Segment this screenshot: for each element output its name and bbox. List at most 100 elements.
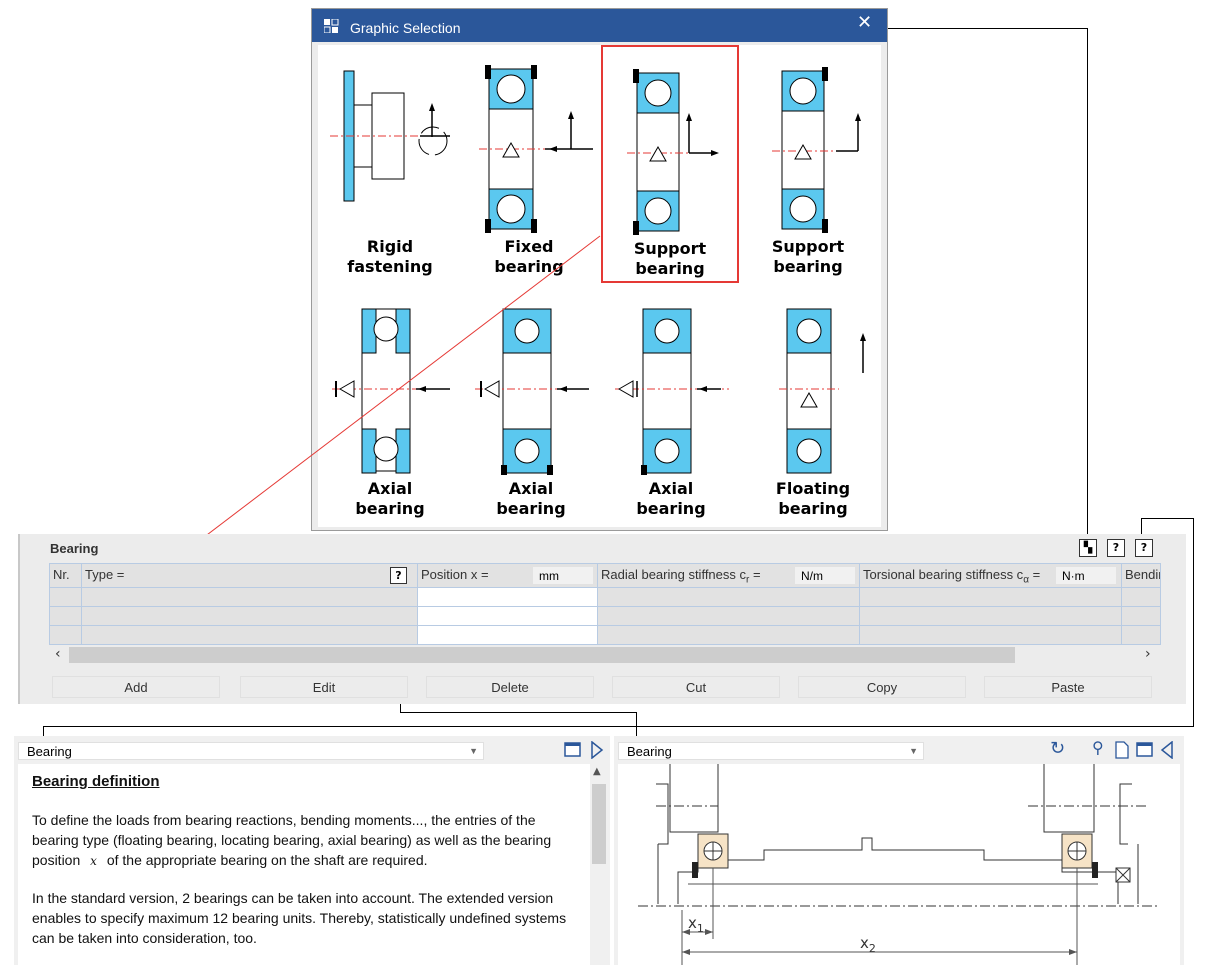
collapse-triangle-icon[interactable]: [1160, 741, 1174, 759]
radial-unit[interactable]: N/m: [795, 567, 855, 584]
option-label-line2: bearing: [636, 499, 706, 518]
torsional-unit[interactable]: N·m: [1056, 567, 1116, 584]
option-fixed-bearing[interactable]: Fixed bearing: [459, 45, 599, 285]
scroll-right-icon[interactable]: ›: [1145, 646, 1151, 662]
callout-line: [636, 712, 637, 744]
edit-button[interactable]: Edit: [240, 676, 408, 698]
cut-button[interactable]: Cut: [612, 676, 780, 698]
graphic-selection-icon[interactable]: ▚: [1079, 539, 1097, 557]
document-icon[interactable]: [1114, 741, 1130, 759]
help-topic-select[interactable]: Bearing ▼: [18, 742, 484, 760]
panel-title: Bearing: [50, 541, 99, 556]
info-help-icon[interactable]: ?: [1135, 539, 1153, 557]
scrollbar-thumb[interactable]: [69, 647, 1015, 663]
table-cell[interactable]: [598, 626, 860, 644]
scrollbar-thumb[interactable]: [592, 784, 606, 864]
help-paragraph-1-end: of the appropriate bearing on the shaft …: [106, 852, 428, 868]
help-content: Bearing definition To define the loads f…: [18, 764, 590, 965]
torsional-header-label: Torsional bearing stiffness c: [863, 567, 1024, 582]
scroll-left-icon[interactable]: ‹: [55, 646, 61, 662]
option-axial-bearing-2[interactable]: Axial bearing: [461, 289, 601, 529]
axial-bearing-diagram: [615, 308, 729, 475]
table-cell[interactable]: [860, 626, 1122, 644]
column-header-bending[interactable]: Bendin: [1125, 567, 1160, 582]
graphic-selection-dialog: Graphic Selection ✕ Rigid fastening: [311, 8, 888, 531]
copy-button[interactable]: Copy: [798, 676, 966, 698]
delete-button[interactable]: Delete: [426, 676, 594, 698]
play-triangle-icon[interactable]: [590, 741, 604, 759]
bearing-table[interactable]: Nr. Type = ? Position x = mm Radial bear…: [49, 563, 1161, 645]
option-label-line1: Axial: [367, 479, 413, 498]
option-label-line1: Floating: [775, 479, 851, 498]
fixed-bearing-diagram: [479, 65, 593, 233]
horizontal-scrollbar[interactable]: ‹ ›: [49, 645, 1161, 665]
table-cell[interactable]: [50, 588, 82, 607]
scroll-up-icon[interactable]: ▲: [593, 766, 601, 777]
help-position-variable: x: [90, 854, 97, 868]
drawing-topic-select[interactable]: Bearing ▼: [618, 742, 924, 760]
callout-line: [43, 726, 44, 744]
type-header-label: Type =: [85, 567, 125, 582]
option-axial-bearing-1[interactable]: Axial bearing: [320, 289, 460, 529]
column-header-torsional-stiffness[interactable]: Torsional bearing stiffness cα =: [860, 564, 1122, 587]
zoom-icon[interactable]: ⚲: [1092, 738, 1104, 757]
table-row[interactable]: [50, 625, 1160, 644]
table-cell[interactable]: [598, 588, 860, 607]
refresh-icon[interactable]: ↻: [1050, 738, 1066, 759]
table-cell[interactable]: [82, 588, 418, 607]
window-icon[interactable]: [564, 741, 582, 759]
table-cell[interactable]: [418, 626, 598, 644]
type-graphic-selection-icon[interactable]: ?: [390, 567, 407, 584]
column-header-type[interactable]: Type =: [82, 564, 418, 587]
help-heading: Bearing definition: [32, 773, 160, 790]
option-label-line1: Axial: [508, 479, 554, 498]
help-paragraph-1: To define the loads from bearing reactio…: [32, 810, 572, 871]
close-icon[interactable]: ✕: [857, 12, 873, 32]
column-header-nr[interactable]: Nr.: [50, 564, 82, 587]
table-row[interactable]: [50, 587, 1160, 607]
dimension-x2-label: x2: [860, 934, 876, 955]
drawing-panel: Bearing ▼ ↻ ⚲: [614, 736, 1184, 965]
table-cell[interactable]: [860, 607, 1122, 626]
option-floating-bearing[interactable]: Floating bearing: [743, 289, 883, 529]
chevron-down-icon: ▼: [909, 746, 918, 756]
table-cell[interactable]: [50, 626, 82, 644]
help-panel: Bearing ▼ Bearing definition To define t…: [14, 736, 610, 965]
dialog-titlebar[interactable]: Graphic Selection ✕: [312, 9, 887, 42]
option-support-bearing[interactable]: Support bearing: [738, 45, 878, 285]
axial-bearing-diagram: [475, 308, 589, 475]
option-axial-bearing-3[interactable]: Axial bearing: [601, 289, 741, 529]
column-header-position[interactable]: Position x =: [418, 564, 598, 587]
torsional-header-eq: =: [1028, 567, 1041, 582]
option-support-bearing-selected[interactable]: Support bearing: [601, 45, 739, 283]
edit-help-icon[interactable]: ?: [1107, 539, 1125, 557]
floating-bearing-diagram: [779, 308, 866, 474]
option-label-line2: bearing: [355, 499, 425, 518]
option-rigid-fastening[interactable]: Rigid fastening: [320, 45, 460, 285]
table-cell[interactable]: [598, 607, 860, 626]
shaft-drawing: x1 x2: [618, 764, 1180, 965]
table-row[interactable]: [50, 606, 1160, 626]
table-cell[interactable]: [418, 588, 598, 607]
table-cell[interactable]: [418, 607, 598, 626]
column-header-radial-stiffness[interactable]: Radial bearing stiffness cr =: [598, 564, 860, 587]
option-label-line2: bearing: [496, 499, 566, 518]
torsional-header-sub: α: [1023, 574, 1029, 586]
callout-line: [1193, 518, 1194, 726]
add-button[interactable]: Add: [52, 676, 220, 698]
option-label-line2: bearing: [773, 257, 843, 276]
window-icon[interactable]: [1136, 741, 1154, 759]
callout-line: [1087, 28, 1088, 540]
radial-header-sub: r: [746, 574, 750, 586]
position-unit[interactable]: mm: [533, 567, 593, 584]
bearing-panel: Bearing ▚ ? ? Nr. Type = ? Position x = …: [18, 534, 1186, 704]
vertical-scrollbar[interactable]: ▲: [590, 764, 608, 965]
position-header-label: Position x =: [421, 567, 489, 582]
table-cell[interactable]: [82, 607, 418, 626]
table-cell[interactable]: [82, 626, 418, 644]
dimension-x1-label: x1: [688, 914, 704, 935]
table-cell[interactable]: [860, 588, 1122, 607]
chevron-down-icon: ▼: [469, 746, 478, 756]
paste-button[interactable]: Paste: [984, 676, 1152, 698]
table-cell[interactable]: [50, 607, 82, 626]
